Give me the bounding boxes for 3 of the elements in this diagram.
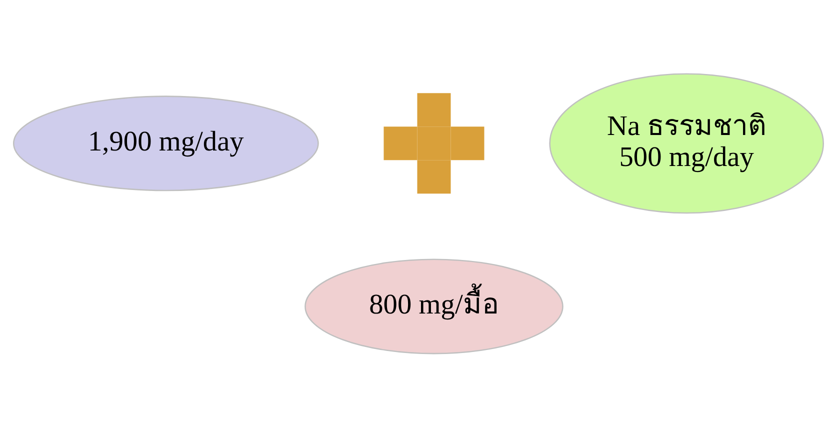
node-ellipse: 1,900 mg/day: [12, 95, 319, 191]
node-ellipse: Na ธรรมชาติ 500 mg/day: [549, 72, 824, 214]
node-ellipse: 800 mg/มื้อ: [304, 258, 564, 354]
